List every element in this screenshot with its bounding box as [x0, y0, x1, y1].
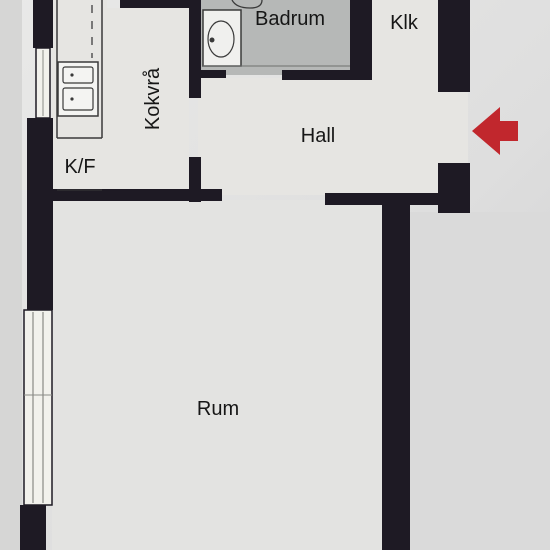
room-label-kokvra: Kokvrå	[142, 67, 164, 130]
room-label-rum: Rum	[197, 398, 239, 420]
room-label-klk: Klk	[390, 12, 419, 34]
toilet-icon	[202, 9, 242, 67]
bathroom-fixtures	[202, 0, 350, 67]
wall-rum-right	[382, 205, 410, 550]
wall-bath-bottom-left	[201, 70, 226, 78]
entrance-arrow-icon	[472, 107, 518, 155]
wall-left-bottom	[20, 505, 46, 550]
wall-left-top	[33, 0, 53, 48]
walls	[20, 0, 470, 550]
window-rum	[23, 309, 53, 506]
room-label-hall: Hall	[301, 125, 335, 147]
floors	[52, 0, 550, 550]
wall-kitchen-top	[120, 0, 190, 8]
closet-floor	[370, 0, 438, 92]
wall-left-mid	[27, 118, 53, 310]
wall-bath-bottom-right	[282, 70, 370, 80]
outside-right	[410, 212, 550, 550]
kitchen-sink-icon	[57, 61, 99, 117]
windows	[23, 47, 53, 506]
wall-rum-top-left	[52, 189, 222, 201]
kitchen-fixtures	[56, 0, 103, 191]
outer-margin-left	[0, 0, 22, 550]
kokvra-floor	[107, 8, 189, 195]
room-label-kf: K/F	[64, 156, 95, 178]
wall-right-upper	[438, 0, 470, 92]
hall-floor	[198, 78, 468, 195]
room-label-badrum: Badrum	[255, 8, 325, 30]
wall-right-lower	[438, 163, 470, 213]
wall-kokvra-hall-upper	[189, 0, 201, 98]
bath-fixture-top	[231, 0, 263, 9]
wall-bath-klk	[350, 0, 372, 80]
rum-floor	[52, 200, 382, 550]
wall-rum-top-right	[325, 193, 470, 205]
